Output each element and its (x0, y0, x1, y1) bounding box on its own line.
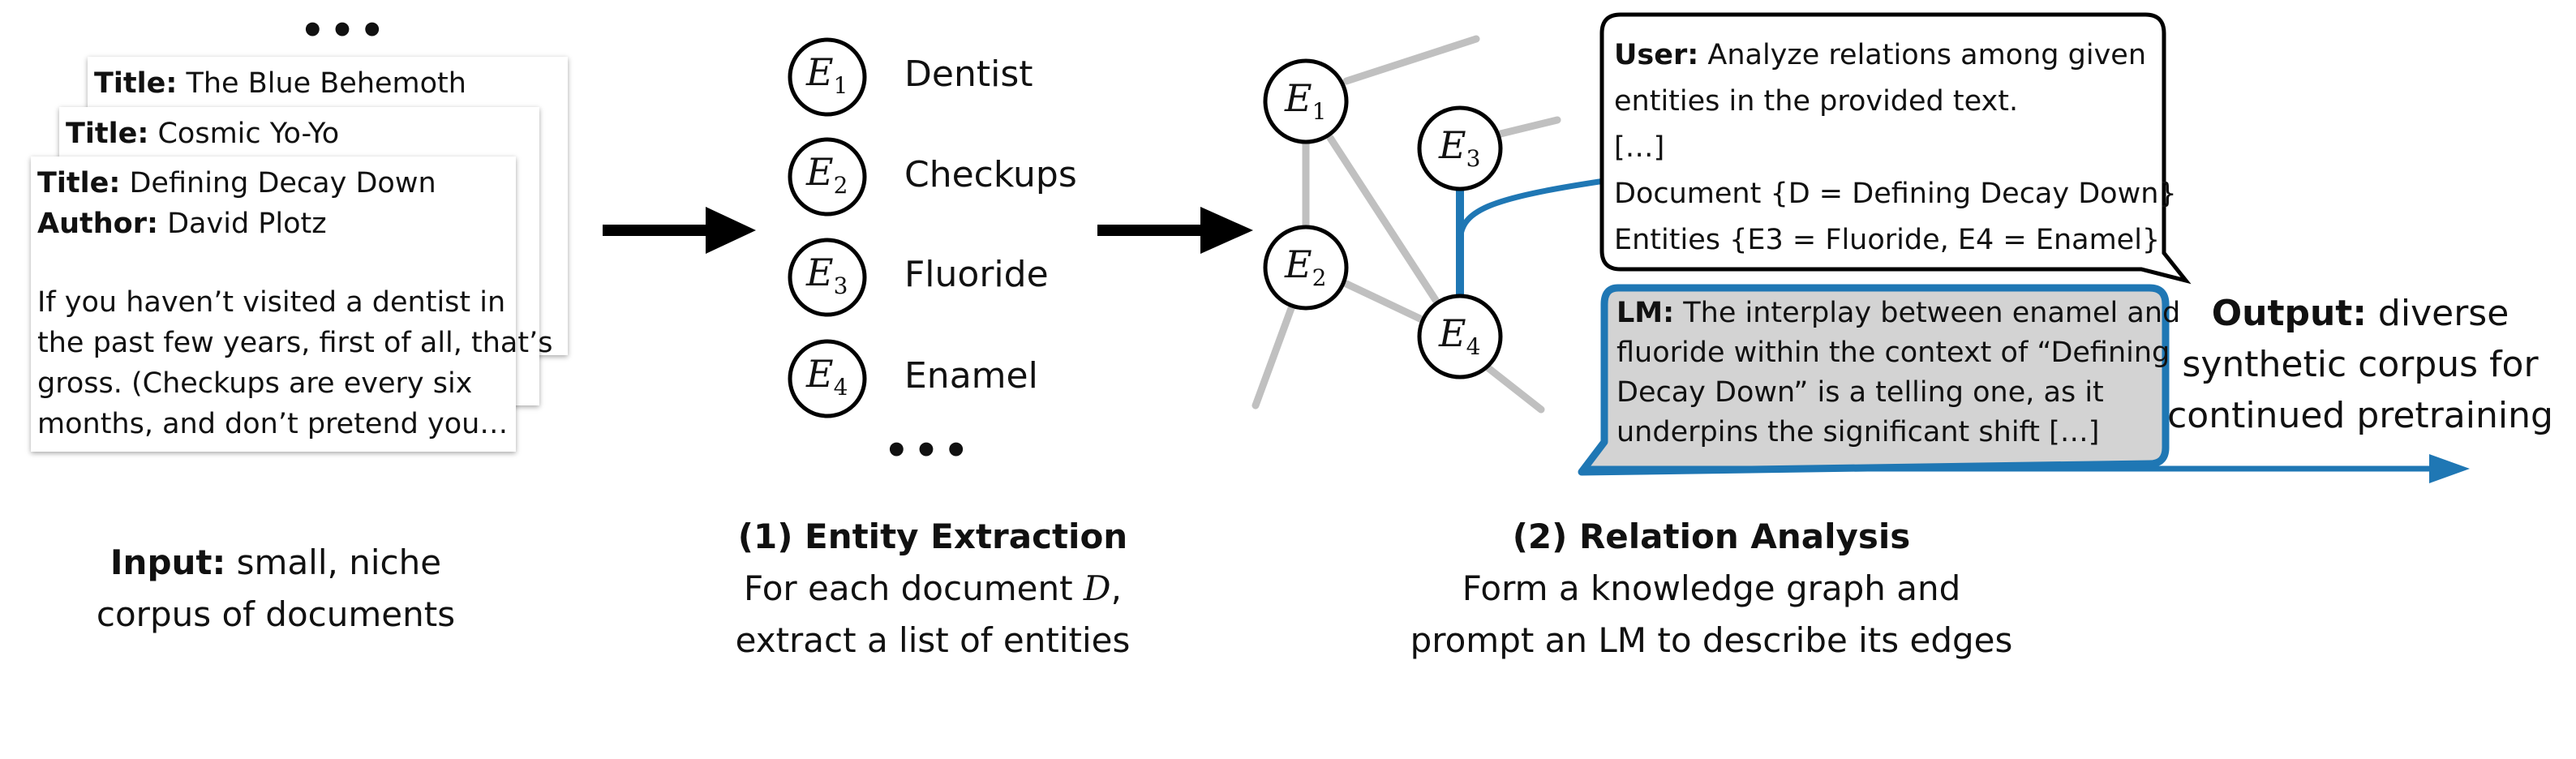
entity-circle-3 (788, 238, 867, 317)
card-body-line: gross. (Checkups are every six (37, 367, 473, 400)
entity-label-3: Fluoride (904, 254, 1049, 295)
graph-nodes (1263, 58, 1503, 380)
extraction-caption-title: (1) Entity Extraction (737, 517, 1128, 556)
output-arrow (1586, 454, 2470, 483)
highlight-edge (1456, 177, 1611, 298)
entity-symbol-4: E4 (806, 352, 848, 401)
card-body-line: the past few years, first of all, that’s (37, 327, 553, 359)
edge-e1-e4 (1326, 134, 1440, 304)
extraction-caption-line2: extract a list of entities (735, 620, 1131, 660)
relation-caption-line1: Form a knowledge graph and (1462, 568, 1961, 608)
arrow-input-to-extraction (603, 207, 756, 254)
entity-label-1: Dentist (904, 54, 1033, 95)
edge-e4-out (1480, 361, 1545, 414)
lm-bubble-shape (1578, 284, 2170, 476)
entity-symbol-2: E2 (806, 150, 848, 199)
entity-circles (788, 37, 867, 418)
entity-symbol-3: E3 (806, 251, 848, 300)
entity-label-2: Checkups (904, 154, 1077, 195)
card-title: Cosmic Yo-Yo (157, 118, 340, 150)
card-title: The Blue Behemoth (186, 67, 466, 100)
input-more-dots: ••• (300, 8, 390, 54)
user-speaker: User: (1614, 39, 1699, 71)
edge-e2-e4 (1342, 280, 1428, 324)
input-caption-line2: corpus of documents (96, 594, 456, 634)
card-body-line: months, and don’t pretend you… (37, 408, 509, 440)
card-title-label: Title: (94, 67, 178, 100)
arrow-extraction-to-relation (1097, 207, 1253, 254)
output-caption-line3: continued pretraining (2167, 395, 2553, 436)
entity-label-4: Enamel (904, 355, 1038, 397)
extraction-caption-line1: For each document D, (744, 568, 1122, 608)
card-title-label: Title: (37, 167, 121, 199)
output-caption: Output: diverse synthetic corpus for con… (2157, 288, 2563, 441)
card-body: If you haven’t visited a dentist in the … (37, 282, 552, 444)
card-title: Defining Decay Down (129, 167, 436, 199)
relation-caption: (2) Relation Analysis Form a knowledge g… (1379, 511, 2044, 667)
entity-circle-2 (788, 137, 867, 217)
input-caption: Input: small, niche corpus of documents (49, 537, 503, 641)
node-e2 (1263, 225, 1349, 311)
node-e3 (1417, 105, 1503, 191)
node-e4 (1417, 294, 1503, 380)
output-caption-line2: synthetic corpus for (2182, 344, 2539, 385)
lm-speaker: LM: (1616, 297, 1675, 329)
input-caption-rest: small, niche (225, 542, 442, 582)
edge-e3-out (1496, 116, 1561, 138)
output-caption-bold: Output: (2211, 293, 2367, 334)
entity-circle-1 (788, 37, 867, 117)
edge-e2-out (1252, 298, 1298, 410)
lm-bubble-text: LM: The interplay between enamel and flu… (1616, 297, 2181, 448)
edge-e1-out (1342, 35, 1480, 85)
user-bubble-shape (1599, 12, 2192, 285)
graph-node-label-1: E1 (1285, 76, 1327, 126)
document-card-3: Title: Defining Decay Down Author: David… (31, 157, 552, 452)
extraction-more-dots: ••• (884, 428, 974, 474)
node-e1 (1263, 58, 1349, 144)
extraction-caption: (1) Entity Extraction For each document … (698, 511, 1168, 667)
relation-caption-title: (2) Relation Analysis (1512, 517, 1911, 556)
entity-circle-4 (788, 339, 867, 418)
graph-node-label-3: E3 (1439, 123, 1481, 173)
user-bubble-text: User: Analyze relations among given enti… (1614, 39, 2177, 256)
graph-node-label-2: E2 (1285, 242, 1327, 292)
input-caption-bold: Input: (109, 542, 226, 582)
card-body-line: If you haven’t visited a dentist in (37, 286, 506, 319)
card-author-label: Author: (37, 208, 158, 240)
card-author: David Plotz (167, 208, 327, 240)
relation-caption-line2: prompt an LM to describe its edges (1410, 620, 2013, 660)
graph-edges (1252, 35, 1561, 414)
entity-symbol-1: E1 (806, 50, 848, 100)
graph-node-label-4: E4 (1439, 311, 1481, 361)
card-title-label: Title: (66, 118, 149, 150)
